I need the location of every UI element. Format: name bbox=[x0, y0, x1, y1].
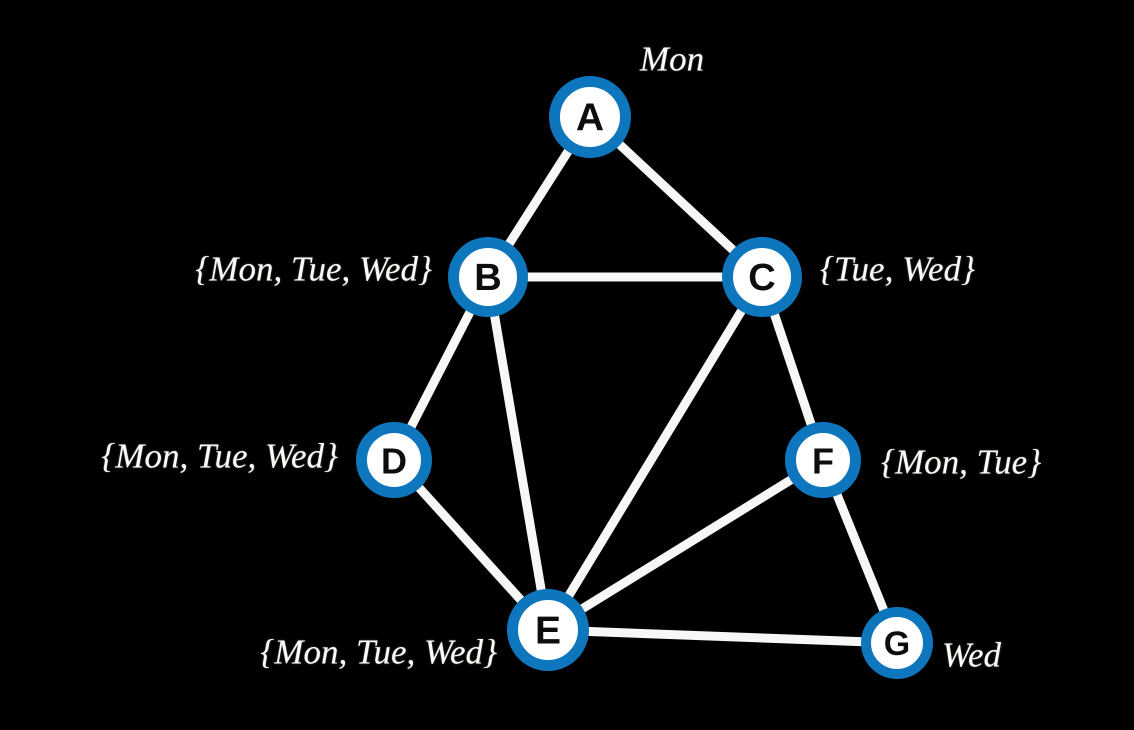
graph-edge-c-e bbox=[561, 301, 749, 605]
domain-label-f: {Mon, Tue} bbox=[881, 442, 1042, 482]
graph-node-e[interactable]: E bbox=[507, 589, 589, 671]
node-letter-c: C bbox=[748, 257, 775, 299]
graph-edge-d-e bbox=[410, 479, 530, 609]
edge-layer bbox=[404, 136, 891, 647]
graph-node-c[interactable]: C bbox=[722, 237, 802, 317]
node-circle-b bbox=[448, 237, 528, 317]
node-layer: A B C D F E G bbox=[356, 76, 933, 679]
node-circle-g bbox=[861, 607, 933, 679]
node-letter-g: G bbox=[884, 625, 910, 663]
graph-edge-e-g bbox=[578, 626, 872, 647]
domain-label-e: {Mon, Tue, Wed} bbox=[260, 632, 497, 672]
graph-edge-b-d bbox=[404, 302, 477, 437]
graph-edge-b-e bbox=[489, 306, 547, 600]
node-letter-a: A bbox=[576, 97, 604, 140]
node-circle-a bbox=[549, 76, 631, 158]
domain-label-b: {Mon, Tue, Wed} bbox=[195, 249, 432, 289]
node-letter-f: F bbox=[812, 441, 834, 482]
domain-label-a: Mon bbox=[639, 39, 705, 79]
node-circle-f bbox=[785, 422, 861, 498]
graph-node-f[interactable]: F bbox=[785, 422, 861, 498]
domain-label-c: {Tue, Wed} bbox=[820, 249, 976, 289]
node-circle-c bbox=[722, 237, 802, 317]
node-letter-b: B bbox=[474, 257, 501, 299]
graph-edge-e-f bbox=[573, 472, 801, 617]
graph-edge-c-f bbox=[768, 304, 818, 435]
node-circle-d bbox=[356, 422, 432, 498]
domain-label-d: {Mon, Tue, Wed} bbox=[101, 436, 338, 476]
graph-node-b[interactable]: B bbox=[448, 237, 528, 317]
graph-node-a[interactable]: A bbox=[549, 76, 631, 158]
node-letter-d: D bbox=[381, 441, 407, 482]
graph-node-d[interactable]: D bbox=[356, 422, 432, 498]
domain-label-g: Wed bbox=[942, 635, 1001, 675]
graph-edge-f-g bbox=[830, 485, 891, 620]
graph-edge-a-c bbox=[611, 136, 742, 259]
node-circle-e bbox=[507, 589, 589, 671]
graph-edge-a-b bbox=[501, 142, 576, 253]
node-letter-e: E bbox=[535, 610, 561, 653]
graph-node-g[interactable]: G bbox=[861, 607, 933, 679]
